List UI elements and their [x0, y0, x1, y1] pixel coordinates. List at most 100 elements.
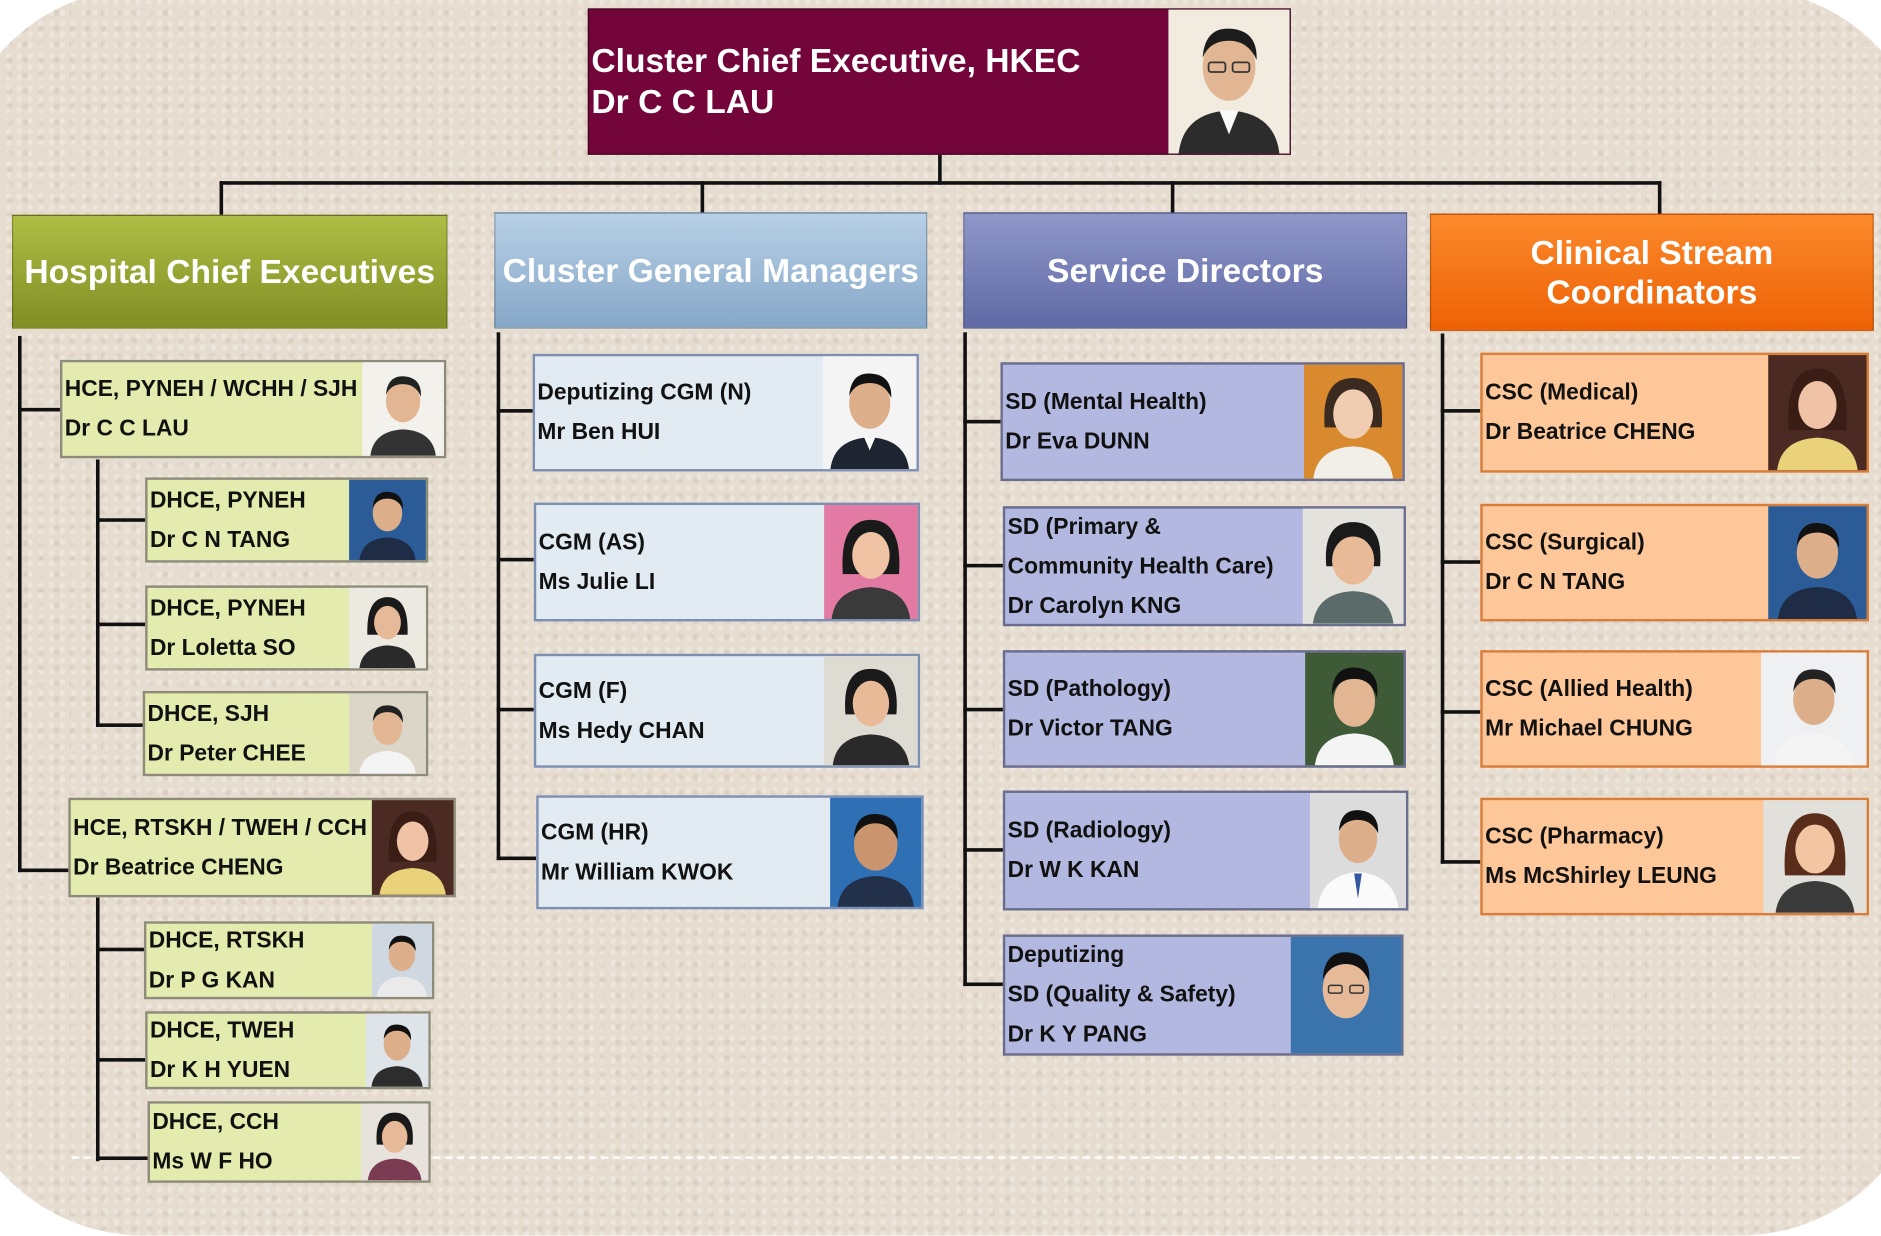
- portrait-photo: [1305, 652, 1404, 766]
- card-name: Dr K H YUEN: [149, 1057, 291, 1083]
- portrait-photo: [830, 797, 922, 907]
- card-dhce-cch: DHCE, CCH Ms W F HO: [147, 1101, 431, 1183]
- portrait-photo: [365, 1013, 429, 1087]
- portrait-photo: [349, 693, 426, 774]
- connector-line: [963, 707, 1006, 712]
- card-line1: SD (Mental Health): [1005, 389, 1207, 415]
- connector-line: [95, 518, 146, 522]
- connector-line: [1170, 181, 1175, 215]
- connector-line: [963, 982, 1006, 987]
- connector-line: [95, 622, 146, 627]
- card-name: Ms Julie LI: [538, 569, 656, 595]
- connector-line: [95, 947, 147, 952]
- connector-line: [219, 181, 224, 215]
- person-avatar-icon: [837, 813, 914, 907]
- card-dhce-pyneh-so: DHCE, PYNEH Dr Loletta SO: [145, 585, 429, 671]
- card-sd-radiology: SD (Radiology)Dr W K KAN: [1002, 790, 1409, 911]
- portrait-photo: [349, 479, 426, 561]
- card-cgm-hr: CGM (HR) Mr William KWOK: [536, 795, 924, 910]
- connector-line: [963, 332, 967, 987]
- portrait-photo: [1768, 355, 1867, 471]
- card-line1: SD (Pathology): [1007, 676, 1172, 702]
- card-role: DHCE, CCH: [152, 1109, 279, 1135]
- header-clinical-stream-coordinators: Clinical Stream Coordinators: [1429, 213, 1874, 332]
- portrait-photo: [361, 1103, 429, 1181]
- portrait-photo: [371, 800, 454, 895]
- card-role: CSC (Medical): [1485, 380, 1639, 406]
- card-name: Mr William KWOK: [541, 859, 734, 885]
- person-avatar-icon: [1178, 28, 1280, 154]
- card-name: Ms W F HO: [152, 1149, 273, 1175]
- person-avatar-icon: [1777, 368, 1858, 471]
- connector-line: [17, 335, 22, 873]
- connector-line: [496, 332, 501, 861]
- card-role: CGM (HR): [541, 819, 649, 846]
- card-line1: SD (Primary &: [1007, 514, 1161, 540]
- connector-line: [496, 557, 534, 562]
- card-role: DHCE, SJH: [147, 701, 270, 727]
- card-line2: Dr Victor TANG: [1007, 716, 1173, 742]
- person-avatar-icon: [1313, 377, 1394, 479]
- person-avatar-icon: [832, 668, 910, 766]
- person-avatar-icon: [830, 373, 910, 470]
- person-avatar-icon: [1322, 952, 1370, 1019]
- ceo-name: Dr C C LAU: [591, 82, 775, 120]
- connector-line: [95, 459, 100, 727]
- portrait-photo: [822, 356, 917, 470]
- person-avatar-icon: [376, 935, 428, 997]
- connector-line: [496, 707, 534, 712]
- card-csc-surgical: CSC (Surgical)Dr C N TANG: [1480, 503, 1869, 622]
- card-name: Ms Hedy CHAN: [538, 717, 705, 744]
- portrait-photo: [1303, 364, 1403, 479]
- header-hospital-chief-executives: Hospital Chief Executives: [11, 214, 448, 329]
- card-line2: Community Health Care): [1007, 553, 1274, 579]
- person-avatar-icon: [359, 705, 416, 774]
- ceo-title: Cluster Chief Executive, HKEC: [591, 41, 1081, 80]
- connector-line: [963, 563, 1005, 568]
- person-avatar-icon: [1314, 667, 1394, 766]
- connector-line: [938, 154, 942, 185]
- person-avatar-icon: [370, 376, 436, 456]
- connector-line: [17, 868, 70, 873]
- card-csc-medical: CSC (Medical)Dr Beatrice CHENG: [1480, 352, 1869, 473]
- footer-divider: [71, 1156, 1800, 1159]
- card-name: Dr C N TANG: [149, 527, 291, 553]
- connector-line: [1440, 710, 1481, 714]
- card-role: HCE, PYNEH / WCHH / SJH: [64, 376, 358, 402]
- portrait-photo: [1761, 652, 1867, 766]
- card-hce-pyneh: HCE, PYNEH / WCHH / SJH Dr C C LAU: [59, 359, 447, 459]
- card-line1: SD (Radiology): [1007, 818, 1172, 844]
- card-name: Dr Loletta SO: [149, 635, 296, 661]
- connector-line: [1440, 860, 1481, 864]
- card-line2: Dr Eva DUNN: [1005, 428, 1150, 455]
- portrait-photo: [371, 923, 432, 997]
- portrait-photo: [1768, 506, 1867, 619]
- card-role: CGM (F): [538, 678, 628, 704]
- connector-line: [95, 897, 100, 1162]
- connector-line: [1657, 181, 1662, 215]
- card-cgm-as: CGM (AS)Ms Julie LI: [533, 502, 921, 622]
- card-deputizing-cgm-n: Deputizing CGM (N)Mr Ben HUI: [532, 353, 919, 472]
- card-role: DHCE, PYNEH: [149, 595, 306, 621]
- connector-line: [496, 856, 537, 861]
- connector-line: [1440, 333, 1445, 864]
- card-name: Dr Beatrice CHENG: [73, 854, 284, 880]
- card-role: Deputizing CGM (N): [537, 380, 752, 406]
- card-cgm-f: CGM (F) Ms Hedy CHAN: [533, 653, 921, 768]
- card-role: CSC (Pharmacy): [1485, 824, 1664, 850]
- connector-line: [700, 181, 705, 215]
- connector-line: [963, 419, 1002, 424]
- card-csc-allied-health: CSC (Allied Health)Mr Michael CHUNG: [1480, 650, 1869, 768]
- connector-line: [95, 1156, 149, 1161]
- portrait-photo: [1290, 936, 1402, 1054]
- portrait-photo: [362, 362, 444, 456]
- card-name: Dr C C LAU: [64, 416, 189, 442]
- connector-line: [17, 407, 62, 412]
- card-line3: Dr K Y PANG: [1007, 1022, 1148, 1048]
- card-role: DHCE, RTSKH: [148, 927, 305, 954]
